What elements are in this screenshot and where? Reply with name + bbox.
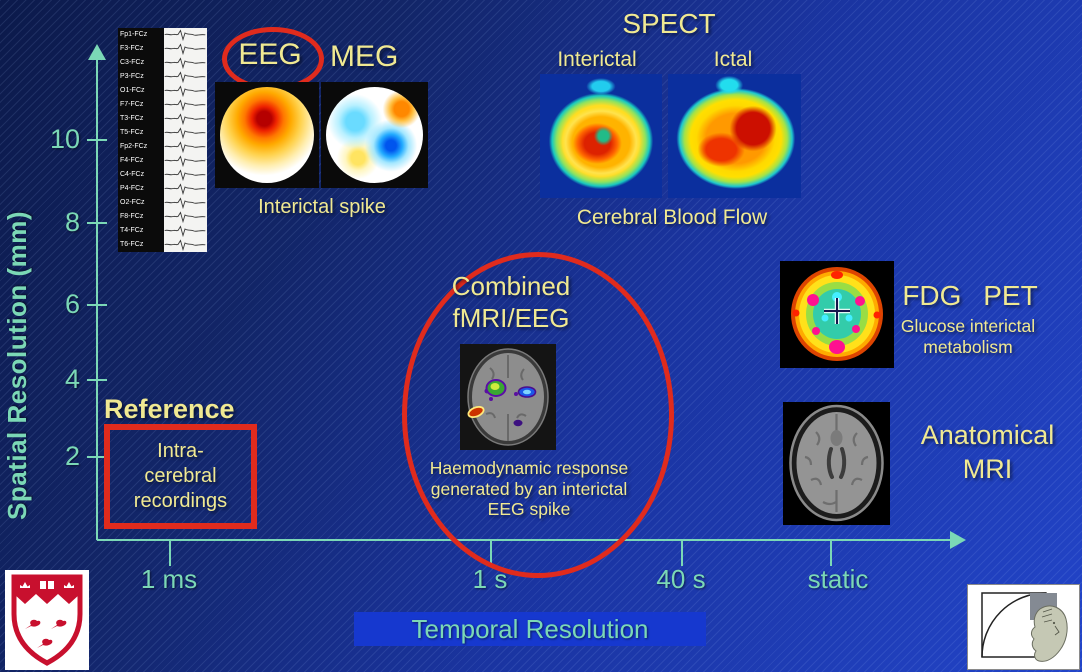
eeg-channel-label: P3-FCz — [120, 73, 144, 80]
eeg-meg-caption: Interictal spike — [258, 196, 386, 218]
y-axis-line — [96, 58, 98, 540]
x-tick-label: 1 ms — [140, 564, 198, 594]
y-tick — [87, 222, 107, 224]
y-tick — [87, 456, 107, 458]
x-axis-title-bar: Temporal Resolution — [354, 612, 706, 646]
x-axis-title: Temporal Resolution — [411, 613, 649, 644]
fmri-caption-line3: EEG spike — [487, 499, 571, 519]
eeg-channel-label: P4-FCz — [120, 185, 144, 192]
anatomical-mri-label: Anatomical MRI — [905, 418, 1070, 486]
anatomical-mri-scan-image — [783, 402, 890, 525]
reference-title: Reference — [104, 394, 235, 424]
eeg-waveforms — [164, 28, 207, 252]
fdg-pet-label: FDG PET — [902, 280, 1038, 311]
y-tick — [87, 304, 107, 306]
meg-topomap-scalp — [326, 87, 423, 183]
spect-ictal-scan-image — [668, 74, 801, 198]
x-tick — [169, 539, 171, 566]
eeg-topomap-scalp — [220, 87, 314, 183]
eeg-label: EEG — [238, 38, 302, 71]
eeg-topomap-image — [215, 82, 319, 188]
x-tick — [681, 539, 683, 566]
reference-line1: Intra- — [157, 440, 204, 462]
x-tick-label: static — [807, 564, 869, 594]
reference-line3: recordings — [133, 490, 228, 512]
x-tick — [830, 539, 832, 566]
eeg-channel-labels: Fp1-FCz F3-FCz C3-FCz P3-FCz O1-FCz F7-F… — [118, 28, 164, 252]
eeg-channel-label: T5-FCz — [120, 129, 144, 136]
fmri-caption: Haemodynamic response generated by an in… — [409, 458, 649, 520]
eeg-channel-label: O1-FCz — [120, 87, 145, 94]
eeg-channel-label: Fp2-FCz — [120, 143, 148, 150]
meg-label: MEG — [330, 40, 399, 73]
fdg-pet-caption: Glucose interictal metabolism — [882, 316, 1054, 358]
fdg-pet-scan-image — [780, 261, 894, 368]
y-tick-label: 6 — [64, 289, 80, 319]
anatomical-mri-label-line2: MRI — [962, 454, 1013, 484]
spect-title: SPECT — [622, 8, 716, 39]
y-tick-label: 2 — [64, 441, 80, 471]
y-tick — [87, 379, 107, 381]
eeg-channel-label: T4-FCz — [120, 227, 144, 234]
reference-box-text: Intra- cerebral recordings — [134, 439, 227, 514]
y-tick-label: 10 — [49, 124, 80, 154]
spect-interictal-label: Interictal — [557, 48, 637, 71]
y-tick-label: 4 — [64, 364, 80, 394]
fdg-pet-caption-line1: Glucose interictal — [900, 316, 1036, 336]
y-axis-arrow-icon — [88, 44, 106, 60]
combined-title-line1: Combined — [451, 271, 571, 301]
eeg-channel-label: Fp1-FCz — [120, 31, 148, 38]
pet-crosshair-icon — [824, 298, 850, 324]
y-axis-title: Spatial Resolution (mm) — [2, 210, 32, 520]
eeg-channel-label: F4-FCz — [120, 157, 144, 164]
fmri-caption-line1: Haemodynamic response — [429, 458, 629, 478]
mni-golden-ratio-logo-icon — [967, 584, 1080, 670]
eeg-channel-label: C4-FCz — [120, 171, 145, 178]
reference-line2: cerebral — [144, 465, 217, 487]
fmri-scan-image — [460, 344, 556, 450]
spect-interictal-scan-image — [540, 74, 662, 198]
eeg-channel-label: F3-FCz — [120, 45, 144, 52]
eeg-channel-label: F8-FCz — [120, 213, 144, 220]
meg-topomap-image — [321, 82, 428, 188]
reference-highlight-box: Intra- cerebral recordings — [104, 424, 257, 529]
spect-caption: Cerebral Blood Flow — [576, 206, 768, 229]
mcgill-crest-logo-icon — [5, 570, 89, 670]
y-tick-label: 8 — [64, 207, 80, 237]
eeg-channel-label: T6-FCz — [120, 241, 144, 248]
eeg-trace-strip: Fp1-FCz F3-FCz C3-FCz P3-FCz O1-FCz F7-F… — [118, 28, 207, 252]
combined-title-line2: fMRI/EEG — [452, 303, 570, 333]
x-tick-label: 40 s — [656, 564, 706, 594]
eeg-channel-label: O2-FCz — [120, 199, 145, 206]
fmri-caption-line2: generated by an interictal — [430, 478, 628, 499]
fdg-pet-caption-line2: metabolism — [923, 337, 1013, 357]
eeg-channel-label: F7-FCz — [120, 101, 144, 108]
spect-ictal-label: Ictal — [713, 48, 753, 71]
combined-title: Combined fMRI/EEG — [418, 270, 604, 334]
eeg-channel-label: T3-FCz — [120, 115, 144, 122]
y-tick — [87, 139, 107, 141]
eeg-channel-label: C3-FCz — [120, 59, 145, 66]
combined-highlight-ellipse — [402, 252, 674, 578]
anatomical-mri-label-line1: Anatomical — [920, 420, 1055, 450]
x-axis-arrow-icon — [950, 531, 966, 549]
